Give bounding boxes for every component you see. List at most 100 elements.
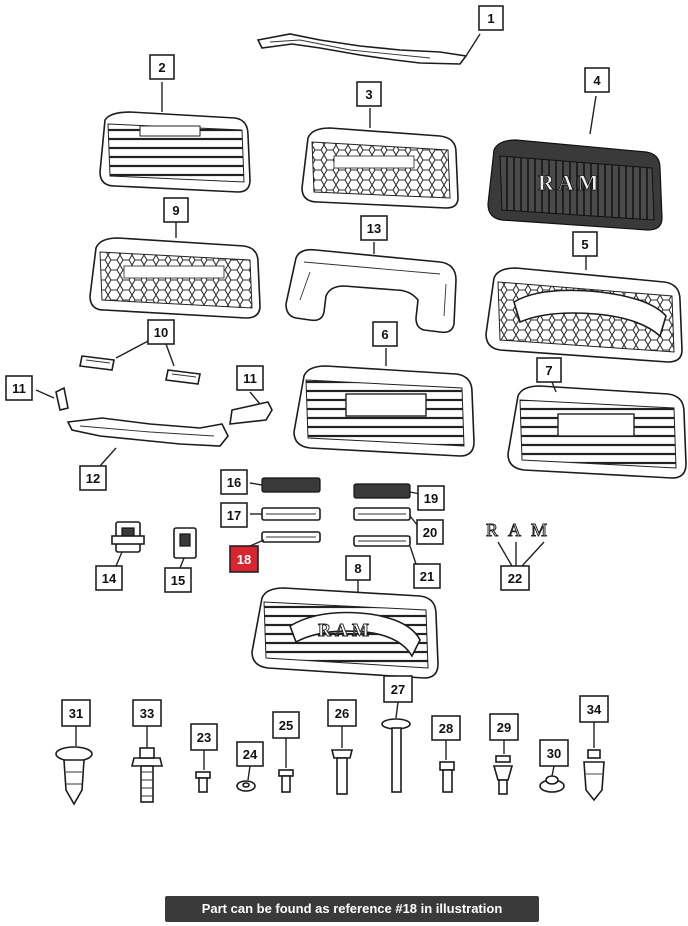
part-13-trim-frame [285,248,457,334]
callout-26: 26 [327,699,357,727]
part-24-nut [236,780,256,792]
svg-text:12: 12 [86,471,100,486]
part-34-push-pin [583,749,605,802]
part-15-clip [173,527,197,559]
callout-8: 8 [345,555,371,581]
svg-text:22: 22 [508,571,522,586]
svg-text:29: 29 [497,720,511,735]
svg-text:7: 7 [545,363,552,378]
part-25-screw [278,769,294,793]
part-12-bracket [66,417,229,447]
svg-text:11: 11 [12,381,26,396]
callout-18: 18 [229,545,259,573]
callout-12: 12 [79,465,107,491]
part-10-inserts [79,355,201,385]
emblem-20 [353,507,411,521]
part-4-grille: RAM [487,139,663,231]
svg-text:2: 2 [158,60,165,75]
callout-7: 7 [536,357,562,383]
svg-text:16: 16 [227,475,241,490]
part-26-stud [330,749,354,795]
svg-text:28: 28 [439,721,453,736]
svg-text:10: 10 [154,325,168,340]
svg-text:14: 14 [102,571,117,586]
svg-text:17: 17 [227,508,241,523]
svg-text:20: 20 [423,525,437,540]
part-8-ram-badge: RAM [318,620,373,640]
part-33-bolt [130,747,164,803]
callout-30: 30 [539,739,569,767]
svg-text:6: 6 [381,327,388,342]
svg-text:24: 24 [243,747,258,762]
svg-text:15: 15 [171,573,185,588]
svg-text:21: 21 [420,569,434,584]
svg-text:19: 19 [424,491,438,506]
callout-14: 14 [95,565,123,591]
callout-25: 25 [272,711,300,739]
svg-text:30: 30 [547,746,561,761]
callout-29: 29 [489,713,519,741]
svg-text:13: 13 [367,221,381,236]
part-23-screw [195,771,211,793]
part-8-grille: RAM [251,587,439,679]
part-6-grille [293,365,475,457]
svg-text:5: 5 [581,237,588,252]
callout-9: 9 [163,197,189,223]
part-30-nut [539,775,565,793]
part-1-bracket [256,33,468,65]
svg-text:34: 34 [587,702,602,717]
part-11-brackets [55,386,273,425]
part-14-clip [111,521,145,553]
svg-text:11: 11 [243,371,257,386]
callout-11-left: 11 [5,375,33,401]
callout-6: 6 [372,321,398,347]
svg-text:8: 8 [354,561,361,576]
emblem-18 [261,531,321,543]
callout-17: 17 [220,502,248,528]
callout-16: 16 [220,469,248,495]
callout-1: 1 [478,5,504,31]
callout-19: 19 [417,485,445,511]
svg-text:26: 26 [335,706,349,721]
svg-text:3: 3 [365,87,372,102]
svg-text:23: 23 [197,730,211,745]
svg-text:31: 31 [69,706,83,721]
svg-text:1: 1 [487,11,494,26]
part-5-grille [485,267,683,363]
part-27-long-bolt [381,718,411,793]
part-2-grille [99,111,251,193]
emblem-19 [353,483,411,499]
callout-31: 31 [61,699,91,727]
svg-text:18: 18 [237,552,251,567]
callout-28: 28 [431,715,461,741]
callout-2: 2 [149,54,175,80]
emblem-21 [353,535,411,547]
callout-10: 10 [147,319,175,345]
callout-20: 20 [416,519,444,545]
part-28-screw [439,761,455,793]
callout-13: 13 [360,215,388,241]
callout-11-right: 11 [236,365,264,391]
svg-text:25: 25 [279,718,293,733]
svg-text:33: 33 [140,706,154,721]
callout-21: 21 [413,563,441,589]
part-31-push-pin [55,746,93,806]
callout-22: 22 [500,565,530,591]
reference-caption: Part can be found as reference #18 in il… [165,896,539,922]
part-4-ram-badge: RAM [538,170,603,195]
svg-text:27: 27 [391,682,405,697]
part-22-ram-letters: RAM [486,520,557,540]
svg-text:4: 4 [593,73,601,88]
callout-34: 34 [579,695,609,723]
part-3-grille [301,127,459,209]
part-9-grille [89,237,261,319]
callout-3: 3 [356,81,382,107]
callout-24: 24 [236,741,264,767]
part-7-grille [507,385,687,479]
emblem-17 [261,507,321,521]
callout-33: 33 [132,699,162,727]
part-29-push-pin [492,755,514,795]
callout-4: 4 [584,67,610,93]
svg-text:9: 9 [172,203,179,218]
